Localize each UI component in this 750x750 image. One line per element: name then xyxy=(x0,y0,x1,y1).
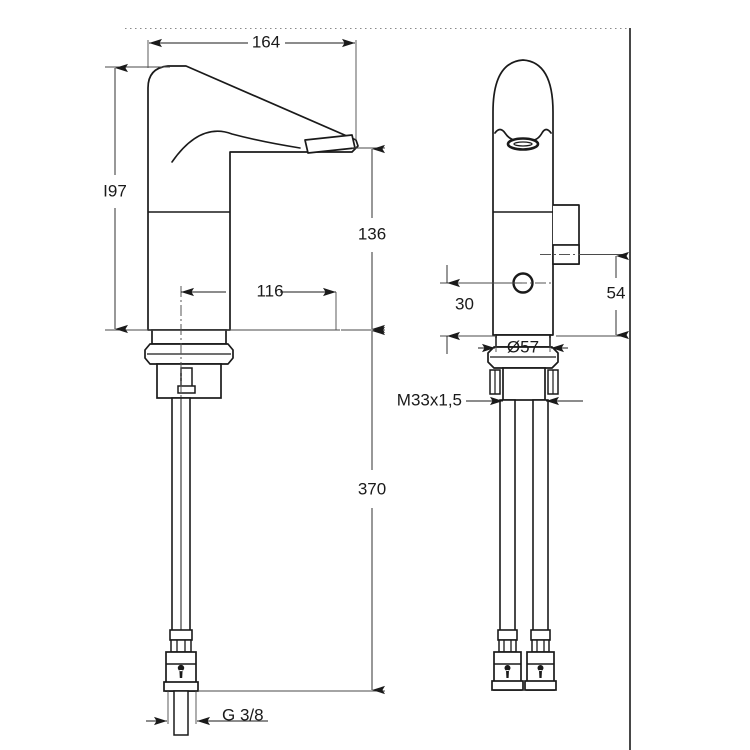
fixing-nut xyxy=(177,385,196,394)
dimension-30: 30 xyxy=(440,265,522,354)
front-body-outline xyxy=(492,59,554,336)
connector-keyhole-icon xyxy=(177,664,185,678)
hose-right-ferrule xyxy=(530,629,551,641)
aerator-inner-ellipse xyxy=(513,141,533,147)
dimension-label-m33: M33x1,5 xyxy=(397,390,462,409)
spout-outline xyxy=(147,65,359,331)
dimension-g38: G 3/8 xyxy=(146,691,268,726)
connector-flange xyxy=(163,681,199,692)
front-elevation-view xyxy=(487,59,592,691)
dimension-label-d57: Ø57 xyxy=(507,337,539,356)
dimension-164: 164 xyxy=(147,32,357,140)
front-threaded-shank xyxy=(502,367,546,401)
dimension-label-116: 116 xyxy=(256,281,283,300)
dimension-label-136: 136 xyxy=(358,224,386,243)
connector-right-flange xyxy=(524,680,557,691)
hose-left-knurl xyxy=(498,639,517,653)
dimension-label-54: 54 xyxy=(607,283,626,302)
dimension-label-164: 164 xyxy=(252,32,280,51)
dimension-197: I97 xyxy=(103,63,340,334)
hose-right-knurl xyxy=(531,639,550,653)
hose-left-ferrule xyxy=(497,629,518,641)
supply-hose-left xyxy=(499,399,516,633)
dimension-label-g38: G 3/8 xyxy=(222,705,264,724)
side-elevation-view xyxy=(144,65,359,736)
dimension-370: 370 xyxy=(198,326,386,695)
dimension-label-197: I97 xyxy=(103,181,127,200)
connector-left-flange xyxy=(491,680,524,691)
dimension-label-30: 30 xyxy=(455,294,474,313)
base-collar xyxy=(151,329,227,345)
connector-tail xyxy=(173,690,189,736)
hose-ferrule xyxy=(169,629,193,641)
dimension-d57: Ø57 xyxy=(478,337,568,356)
spout-underside-curve xyxy=(171,130,301,163)
dimension-116: 116 xyxy=(181,281,337,330)
dimension-label-370: 370 xyxy=(358,479,386,498)
connector-right-keyhole-icon xyxy=(537,665,544,678)
hose-knurl xyxy=(170,639,192,653)
dimension-m33: M33x1,5 xyxy=(397,390,583,409)
dimension-54: 54 xyxy=(556,251,629,340)
connector-left-keyhole-icon xyxy=(504,665,511,678)
dimension-136: 136 xyxy=(341,144,386,334)
supply-hose-right xyxy=(532,399,549,633)
